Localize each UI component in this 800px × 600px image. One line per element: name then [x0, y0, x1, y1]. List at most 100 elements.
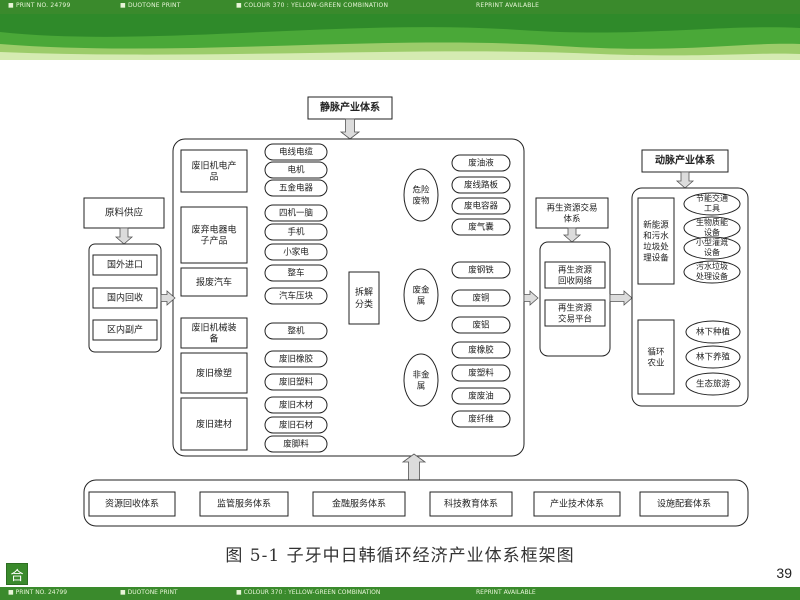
- bottom-strip-colour: ■ COLOUR 370 : YELLOW-GREEN COMBINATION: [236, 589, 381, 596]
- category-item-label: 整机: [287, 326, 305, 337]
- category-item-label: 手机: [287, 227, 305, 238]
- sources-to-static-arrow: [160, 290, 176, 306]
- category-item-label: 电机: [287, 165, 305, 176]
- category-item-label: 废旧石材: [279, 420, 314, 431]
- dynamic-title-arrow: [675, 171, 695, 189]
- group-item-label: 废油液: [468, 158, 494, 169]
- category-item-box: [264, 243, 328, 261]
- source-box-0: [92, 254, 158, 276]
- category-item-label: 废旧橡胶: [279, 354, 314, 365]
- support-label: 金融服务体系: [332, 498, 386, 510]
- eco-agri-item-oval: [685, 372, 741, 396]
- source-label: 国内回收: [107, 292, 143, 304]
- trade-to-dynamic-arrow: [609, 290, 633, 306]
- support-label: 设施配套体系: [657, 498, 711, 510]
- eco-agri-item-label: 林下种植: [696, 327, 731, 338]
- group-oval-1: [403, 268, 439, 322]
- group-oval-2: [403, 353, 439, 407]
- category-item-box: [264, 143, 328, 161]
- group-label: 废金属: [412, 284, 430, 306]
- category-item-box: [264, 435, 328, 453]
- bottom-strip-reprint: REPRINT AVAILABLE: [476, 589, 536, 596]
- support-box-2: [312, 491, 406, 517]
- group-item-box: [451, 316, 511, 334]
- category-item-label: 电线电缆: [279, 147, 314, 158]
- eco-agri-item-oval: [685, 320, 741, 344]
- group-item-label: 废钢铁: [468, 265, 494, 276]
- static-industry-title: 静脉产业体系: [320, 101, 380, 114]
- group-item-box: [451, 154, 511, 172]
- eco-agri-item-label: 生态旅游: [696, 379, 731, 390]
- eco-agri-box: [637, 319, 675, 395]
- group-item-box: [451, 289, 511, 307]
- support-label: 科技教育体系: [444, 498, 498, 510]
- group-oval-0: [403, 168, 439, 222]
- category-item-box: [264, 373, 328, 391]
- dismantle-label: 拆解分类: [355, 286, 373, 310]
- group-item-label: 废线路板: [464, 180, 499, 191]
- new-energy-item-oval: [683, 236, 741, 260]
- static-title-arrow: [339, 118, 361, 140]
- support-up-arrow: [401, 453, 427, 481]
- strip-colour: ■ COLOUR 370 : YELLOW-GREEN COMBINATION: [236, 2, 389, 9]
- page-number: 39: [776, 565, 792, 581]
- support-label: 监管服务体系: [217, 498, 271, 510]
- group-item-label: 废橡胶: [468, 345, 494, 356]
- category-label: 报废汽车: [196, 276, 232, 288]
- group-item-box: [451, 261, 511, 279]
- bottom-color-strip: ■ PRINT NO. 24799 ■ DUOTONE PRINT ■ COLO…: [0, 587, 800, 600]
- trade-item-box-1: [544, 299, 606, 327]
- new-energy-item-label: 污水垃圾处理设备: [696, 261, 728, 281]
- new-energy-item-oval: [683, 192, 741, 216]
- support-label: 资源回收体系: [105, 498, 159, 510]
- new-energy-label: 新能源和污水垃圾处理设备: [643, 219, 669, 263]
- source-label: 国外进口: [107, 259, 143, 271]
- dismantle-box: [348, 271, 380, 325]
- green-banner: [0, 14, 800, 60]
- support-box-4: [533, 491, 621, 517]
- support-box-1: [199, 491, 289, 517]
- strip-print-no: ■ PRINT NO. 24799: [8, 2, 71, 9]
- support-box-5: [639, 491, 729, 517]
- trade-title-arrow: [562, 227, 582, 243]
- category-label: 废旧机电产品: [191, 159, 236, 182]
- raw-supply-box: [83, 197, 165, 229]
- bottom-strip-print-no: ■ PRINT NO. 24799: [8, 589, 68, 596]
- category-item-box: [264, 161, 328, 179]
- category-label: 废弃电器电子产品: [191, 223, 236, 246]
- category-item-box: [264, 350, 328, 368]
- new-energy-item-label: 节能交通工具: [696, 193, 728, 213]
- category-item-box: [264, 322, 328, 340]
- static-to-trade-arrow: [523, 290, 539, 306]
- group-item-box: [451, 410, 511, 428]
- new-energy-item-label: 小型灌溉设备: [696, 237, 728, 257]
- strip-reprint: REPRINT AVAILABLE: [476, 2, 540, 9]
- category-box-3: [180, 317, 248, 349]
- banner-graphic: [0, 14, 800, 60]
- category-label: 废旧橡塑: [196, 367, 232, 379]
- support-box-0: [88, 491, 176, 517]
- category-item-label: 五金电器: [279, 183, 314, 194]
- group-item-box: [451, 387, 511, 405]
- category-item-label: 小家电: [283, 247, 309, 258]
- new-energy-item-label: 生物质能设备: [696, 217, 728, 237]
- category-box-1: [180, 206, 248, 264]
- figure-caption: 图 5-1 子牙中日韩循环经济产业体系框架图: [225, 546, 575, 566]
- support-box-3: [429, 491, 513, 517]
- category-item-label: 整车: [287, 268, 304, 279]
- top-color-strip: ■ PRINT NO. 24799 ■ DUOTONE PRINT ■ COLO…: [0, 0, 800, 14]
- bottom-strip-duotone: ■ DUOTONE PRINT: [120, 589, 178, 596]
- trade-container: [539, 241, 611, 357]
- group-item-label: 废废油: [468, 391, 494, 402]
- category-label: 废旧机械装备: [191, 321, 236, 344]
- category-box-2: [180, 267, 248, 297]
- group-item-box: [451, 176, 511, 194]
- category-box-5: [180, 397, 248, 451]
- group-item-box: [451, 218, 511, 236]
- group-item-box: [451, 364, 511, 382]
- category-item-label: 四机一脑: [279, 208, 314, 219]
- group-label: 危险废物: [412, 184, 430, 206]
- source-label: 区内副产: [107, 324, 143, 336]
- group-item-label: 废电容器: [464, 201, 499, 212]
